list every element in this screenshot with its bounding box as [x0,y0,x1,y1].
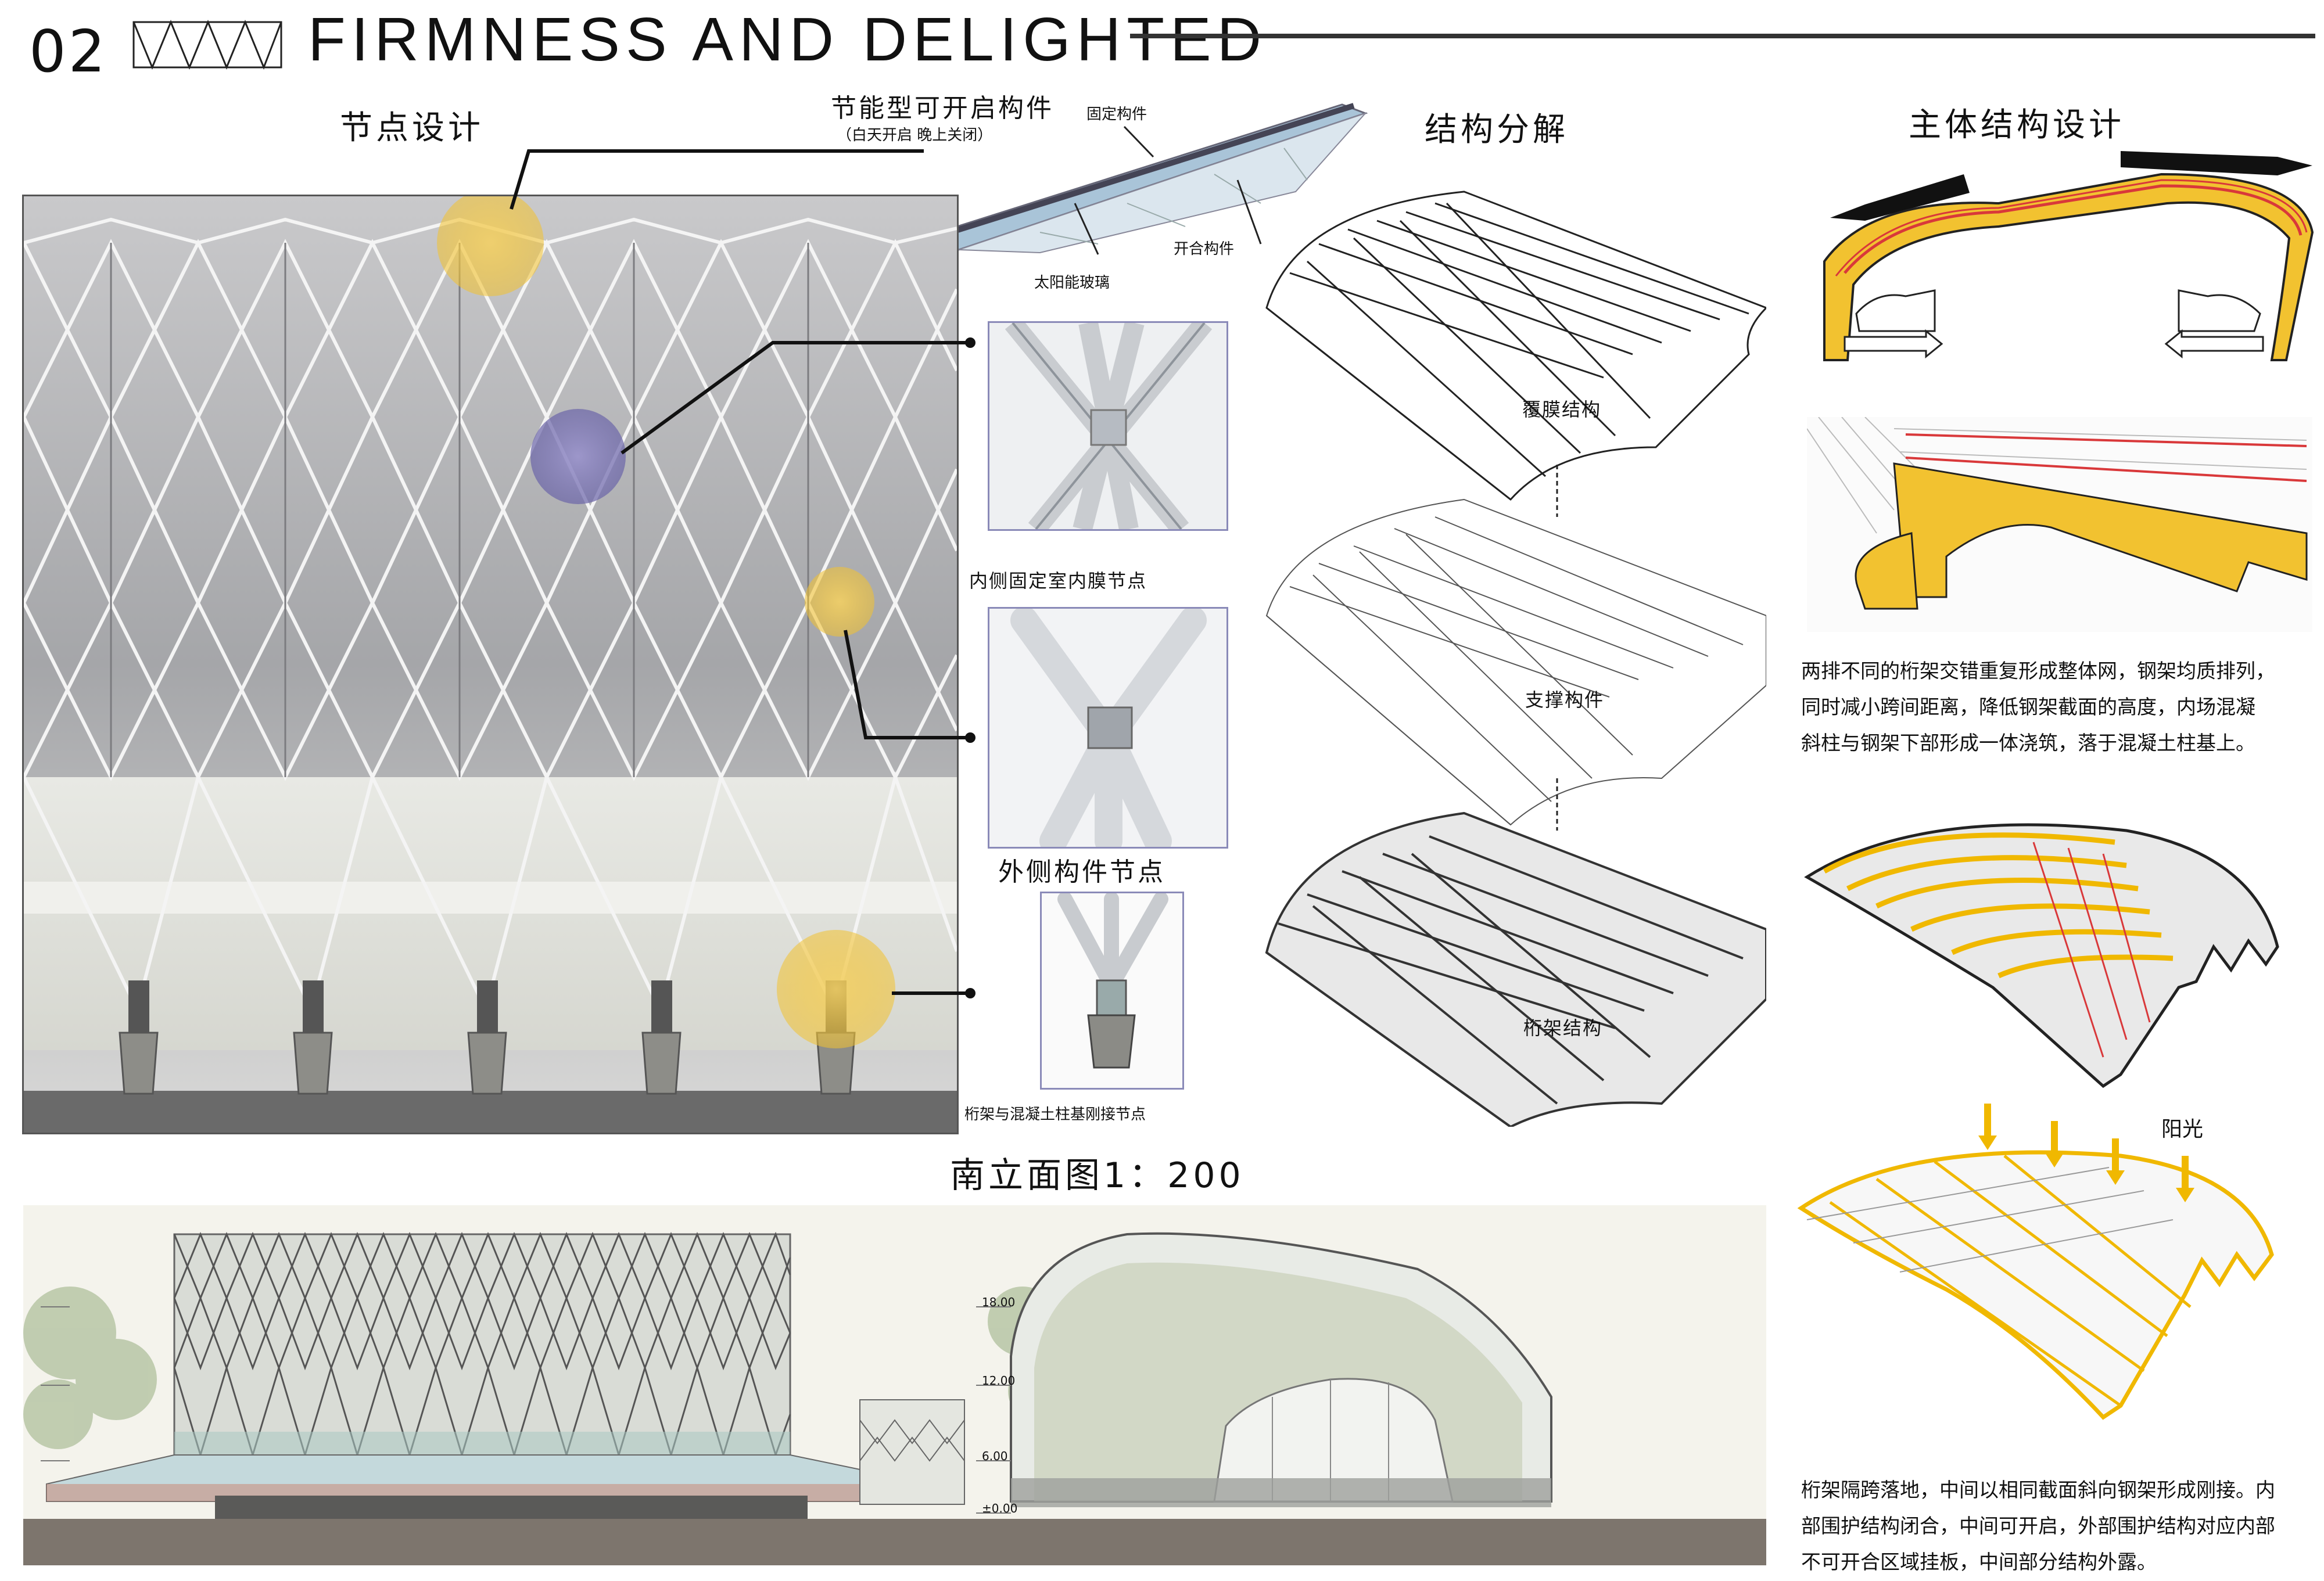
exploded-structure-drawing [1265,191,1766,1127]
structure-paragraph-2: 桁架隔跨落地，中间以相同截面斜向钢架形成刚接。内 部围护结构闭合，中间可开启，外… [1801,1479,2275,1574]
section-number: 02 [29,17,108,85]
support-layer [1265,498,1766,826]
level-1200: 12.00 [982,1374,1016,1388]
inset3-caption: 桁架与混凝土柱基刚接节点 [964,1106,1146,1123]
level-000: ±0.00 [982,1501,1018,1515]
sunlight-label: 阳光 [2161,1118,2204,1141]
elevation-title: 南立面图1：200 [950,1155,1245,1196]
inset1-caption: 内侧固定室内膜节点 [969,570,1147,592]
membrane-layer [1265,191,1766,501]
arch-perspective-drawing [1807,417,2312,632]
highlight-top-node [437,196,544,296]
yellow-truss-perspective [1804,823,2279,1088]
highlight-inner-node [530,409,626,504]
level-600: 6.00 [982,1449,1008,1463]
layer-truss-label: 桁架结构 [1523,1017,1603,1039]
inset-outer-component-node [988,607,1228,849]
south-elevation-drawing [23,1231,1766,1565]
inset-truss-base-node [1040,892,1184,1090]
layer-support-label: 支撑构件 [1525,689,1605,711]
inset2-caption: 外侧构件节点 [998,857,1165,887]
energy-component-subtitle: （白天开启 晚上关闭） [837,127,993,144]
label-open-close-component: 开合构件 [1174,240,1235,258]
highlight-base-node [777,930,895,1048]
page-title: FIRMNESS AND DELIGHTED [308,5,1268,74]
facade-diamond-grid [24,196,957,1133]
energy-component-title: 节能型可开启构件 [831,94,1054,123]
title-rule [1130,34,2315,38]
south-elevation-panel [23,1205,1766,1565]
structure-paragraph-1: 两排不同的桁架交错重复形成整体网，钢架均质排列， 同时减小跨间距离，降低钢架截面… [1801,660,2275,755]
inset-inner-membrane-node [988,321,1228,531]
solar-panel-drawing [927,103,1368,255]
structure-decomposition-title: 结构分解 [1425,111,1569,149]
level-1800: 18.00 [982,1295,1016,1309]
facade-detail-panel [22,195,959,1134]
section-diagram [1823,151,2314,361]
main-structure-title: 主体结构设计 [1909,106,2125,144]
sunlight-truss-drawing [1797,1104,2274,1420]
truss-layer [1265,811,1766,1127]
label-solar-glass: 太阳能玻璃 [1034,274,1110,292]
triangle-pattern-icon [132,20,282,70]
layer-membrane-label: 覆膜结构 [1522,398,1602,421]
highlight-outer-node [805,567,874,637]
label-fixed-component: 固定构件 [1086,106,1147,123]
node-design-title: 节点设计 [340,109,484,147]
